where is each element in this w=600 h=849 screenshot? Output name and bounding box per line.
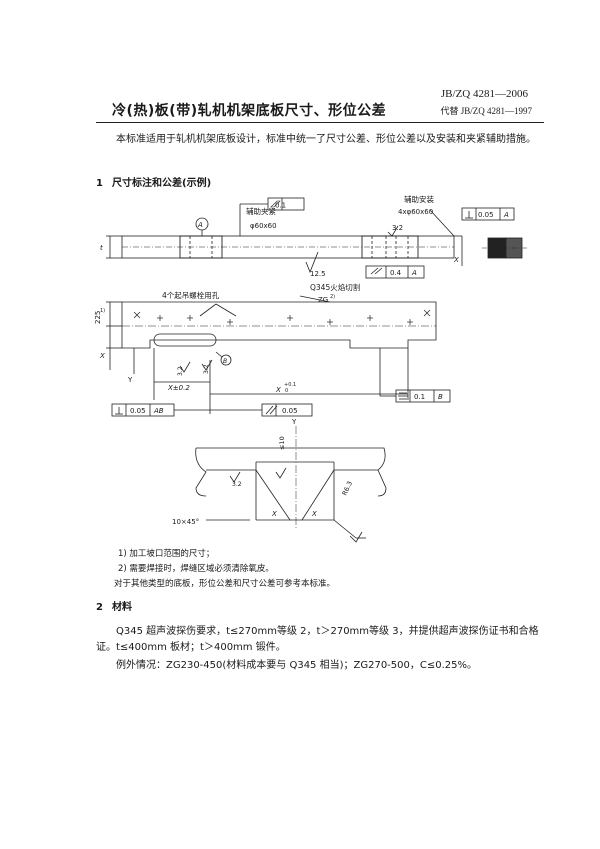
dim-225: 225 (94, 311, 102, 324)
fcf3-datum: B (438, 393, 443, 401)
roughness-3-2-a: 3.2 (177, 366, 184, 376)
plan-view (106, 295, 451, 417)
label-clamp: 辅助夹紧 (246, 206, 276, 216)
section-2-para-1: Q345 超声波探伤要求，t≤270mm等级 2，t＞270mm等级 3，并提供… (96, 626, 539, 653)
roughness-3-2-top: 3.2 (392, 224, 403, 232)
label-install-dim: 4xφ60x60 (398, 208, 433, 216)
dim-x-left: X (99, 352, 105, 360)
dim-x-right: X (453, 256, 459, 264)
section-1-title: 尺寸标注和公差(示例) (112, 178, 212, 189)
dim-x-plus-sup: +0.1 (284, 382, 296, 388)
roughness-3-2-b: 3.2 (203, 364, 210, 374)
fcf-flat-value: 0.1 (275, 202, 286, 210)
note-1: 1) 加工坡口范围的尺寸； (118, 549, 215, 559)
detail-x-left: X (271, 510, 277, 518)
section-1-heading: 1 尺寸标注和公差(示例) (96, 174, 211, 189)
label-clamp-dim: φ60x60 (250, 222, 277, 230)
fcf-par-value: 0.4 (390, 269, 402, 277)
roughness-12-5: 12.5 (310, 270, 326, 278)
datum-a-label: A (197, 221, 203, 229)
label-zg-sup: 2) (330, 294, 335, 300)
dim-x-plus-sub: 0 (285, 388, 288, 394)
plan-view-outline (121, 301, 437, 349)
fcf1-value: 0.05 (130, 407, 146, 415)
fcf2-value: 0.05 (282, 407, 298, 415)
fcf-perp-datum: A (503, 211, 509, 219)
title-rule (96, 122, 544, 123)
fcf-perp-value: 0.05 (478, 211, 494, 219)
fcf1-datum: AB (153, 407, 164, 415)
fcf3-value: 0.1 (414, 393, 425, 401)
side-view (106, 197, 528, 279)
detail-x-right: X (311, 510, 317, 518)
technical-drawing: 0.1 辅助夹紧 φ60x60 辅助安装 4xφ60x60 0.05 A A t… (94, 194, 528, 543)
label-flame-cut: Q345火焰切割 (310, 282, 360, 292)
label-zg: ZG (318, 296, 328, 304)
axis-y-label: Y (127, 376, 133, 384)
detail-y-label: Y (291, 418, 297, 426)
document-title: 冷(热)板(带)轧机机架底板尺寸、形位公差 (112, 103, 387, 119)
dim-x-tol: X±0.2 (167, 384, 190, 392)
replaces-standard: 代替 JB/ZQ 4281—1997 (440, 106, 532, 116)
detail-r: R6.3 (341, 480, 355, 497)
note-2: 2) 需要焊接时，焊缝区域必须清除氧皮。 (118, 564, 274, 574)
section-2-number: 2 (96, 602, 103, 613)
detail-le10: ≤10 (278, 436, 286, 450)
detail-view (195, 426, 387, 543)
standard-number: JB/ZQ 4281—2006 (440, 88, 528, 100)
dim-t: t (100, 244, 103, 252)
detail-chamfer: 10×45° (172, 518, 199, 526)
intro-paragraph: 本标准适用于轧机机架底板设计，标准中统一了尺寸公差、形位公差以及安装和夹紧辅助措… (116, 134, 536, 145)
label-install: 辅助安装 (404, 194, 434, 204)
section-2-para-2: 例外情况：ZG230-450(材料成本要与 Q345 相当)；ZG270-500… (116, 660, 478, 671)
label-bolt-holes: 4个起吊螺栓用孔 (162, 290, 220, 300)
datum-b-label: B (223, 358, 227, 365)
note-3: 对于其他类型的底板，形位公差和尺寸公差可参考本标准。 (114, 579, 336, 589)
section-1-number: 1 (96, 178, 103, 189)
section-2-title: 材料 (112, 602, 132, 613)
dim-225-sup: 1) (100, 308, 105, 314)
detail-roughness-a: 3.2 (232, 481, 242, 488)
fcf-par-datum: A (411, 269, 417, 277)
dim-x-plus: X (275, 386, 281, 394)
section-2-heading: 2 材料 (96, 598, 132, 613)
